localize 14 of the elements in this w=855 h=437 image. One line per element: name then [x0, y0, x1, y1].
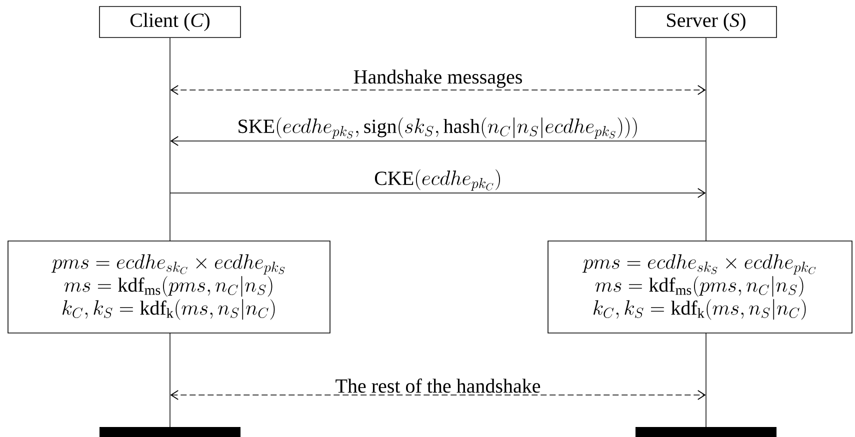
- participant-box: Server (S): [635, 6, 777, 38]
- message-arrow: [170, 390, 706, 400]
- lifeline-end-bar: [636, 427, 776, 437]
- lifeline-end-bar: [100, 427, 240, 437]
- message-arrow: [170, 136, 706, 146]
- computation-box: $pms = ecdhe_{sk_S} \times ecdhe_{pk_C}$ $ms = \mathrm{kdf}_{\mathrm{ms}}(pms,n_C|n_S)$ $k_C, k_S = \mathrm{kdf}_{\mathrm{k}}(ms,n_S|n_C)$: [548, 240, 852, 334]
- message-arrow: [170, 188, 706, 198]
- edge-label: The rest of the handshake: [334, 378, 542, 394]
- edge-label: $\mathrm{SKE}(ecdhe_{pk_S},\mathrm{sign}(sk_S,\mathrm{hash}(n_C|n_S|ecdhe_{pk_S})))$: [236, 116, 640, 140]
- edge-label: $\mathrm{CKE}(ecdhe_{pk_C})$: [373, 168, 503, 192]
- edge-label: Handshake messages: [352, 68, 524, 89]
- computation-box: $pms = ecdhe_{sk_C} \times ecdhe_{pk_S}$ $ms = \mathrm{kdf}_{\mathrm{ms}}(pms,n_C|n_S)$ $k_C, k_S = \mathrm{kdf}_{\mathrm{k}}(ms,n_S|n_C)$: [8, 240, 330, 334]
- message-arrow: [170, 85, 706, 95]
- participant-box: Client (C): [99, 6, 241, 38]
